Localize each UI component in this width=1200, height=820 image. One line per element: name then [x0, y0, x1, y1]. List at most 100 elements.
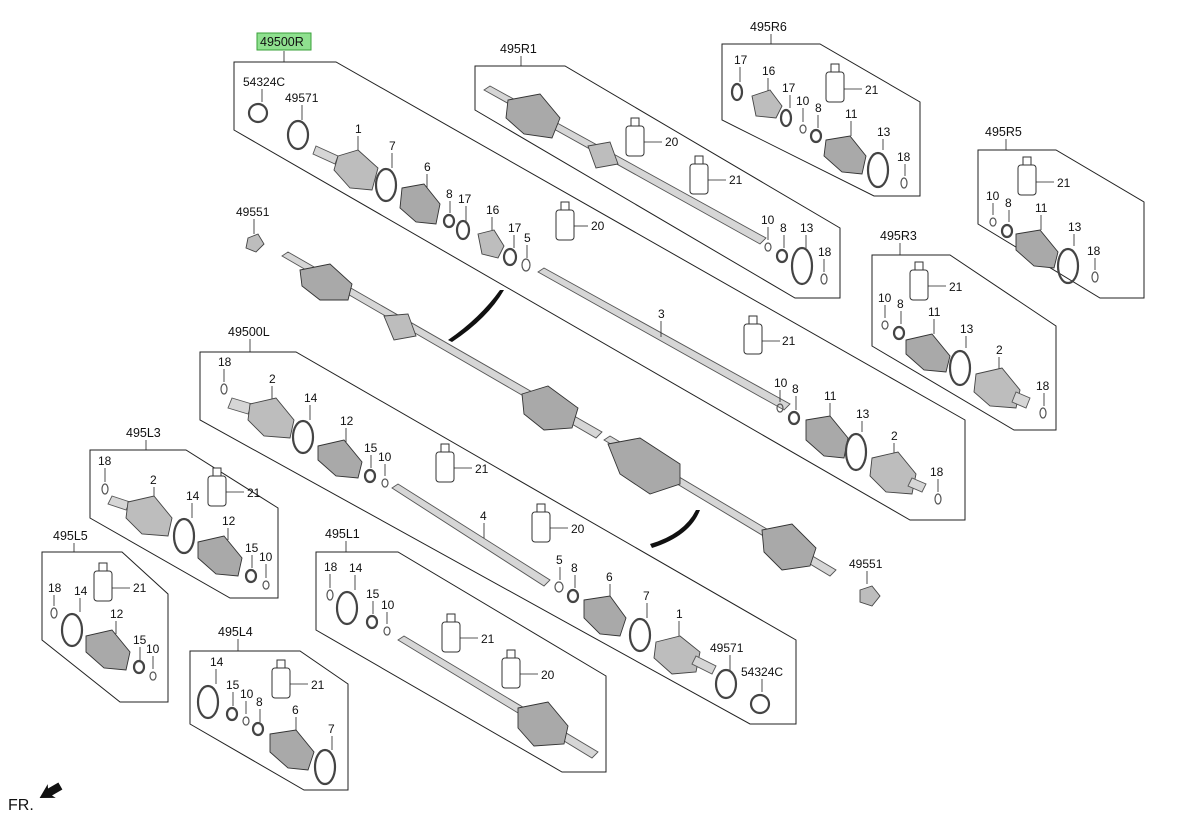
- assembly-label-49500L[interactable]: 49500L: [228, 325, 270, 339]
- part-label-21[interactable]: 21: [729, 173, 743, 187]
- part-label-15[interactable]: 15: [245, 541, 259, 555]
- part-label-2[interactable]: 2: [150, 473, 157, 487]
- part-label-18[interactable]: 18: [897, 150, 911, 164]
- part-label-7[interactable]: 7: [328, 722, 335, 736]
- part-label-49551[interactable]: 49551: [236, 205, 270, 219]
- part-label-49551[interactable]: 49551: [849, 557, 883, 571]
- part-label-54324C[interactable]: 54324C: [243, 75, 285, 89]
- part-label-49571[interactable]: 49571: [710, 641, 744, 655]
- part-label-21[interactable]: 21: [782, 334, 796, 348]
- part-label-8[interactable]: 8: [897, 297, 904, 311]
- assembly-label-495R3[interactable]: 495R3: [880, 229, 917, 243]
- part-label-5[interactable]: 5: [524, 231, 531, 245]
- part-label-8[interactable]: 8: [571, 561, 578, 575]
- part-label-18[interactable]: 18: [324, 560, 338, 574]
- part-label-49571[interactable]: 49571: [285, 91, 319, 105]
- part-label-11[interactable]: 11: [845, 107, 858, 121]
- part-label-8[interactable]: 8: [1005, 196, 1012, 210]
- part-label-12[interactable]: 12: [340, 414, 354, 428]
- part-label-10[interactable]: 10: [878, 291, 892, 305]
- part-label-17[interactable]: 17: [458, 192, 472, 206]
- part-label-13[interactable]: 13: [800, 221, 814, 235]
- part-label-2[interactable]: 2: [996, 343, 1003, 357]
- part-label-1[interactable]: 1: [355, 122, 362, 136]
- part-label-13[interactable]: 13: [960, 322, 974, 336]
- part-label-21[interactable]: 21: [133, 581, 147, 595]
- part-label-1[interactable]: 1: [676, 607, 683, 621]
- part-label-10[interactable]: 10: [259, 550, 273, 564]
- part-label-8[interactable]: 8: [780, 221, 787, 235]
- part-label-18[interactable]: 18: [98, 454, 112, 468]
- part-label-13[interactable]: 13: [1068, 220, 1082, 234]
- part-label-6[interactable]: 6: [292, 703, 299, 717]
- part-label-13[interactable]: 13: [877, 125, 891, 139]
- assembly-label-495L5[interactable]: 495L5: [53, 529, 88, 543]
- part-label-18[interactable]: 18: [218, 355, 232, 369]
- part-label-21[interactable]: 21: [311, 678, 325, 692]
- part-label-14[interactable]: 14: [74, 584, 88, 598]
- part-label-6[interactable]: 6: [424, 160, 431, 174]
- part-label-4[interactable]: 4: [480, 509, 487, 523]
- part-label-10[interactable]: 10: [796, 94, 810, 108]
- part-label-14[interactable]: 14: [210, 655, 224, 669]
- part-label-12[interactable]: 12: [222, 514, 236, 528]
- part-label-8[interactable]: 8: [256, 695, 263, 709]
- part-label-17[interactable]: 17: [508, 221, 522, 235]
- part-label-20[interactable]: 20: [541, 668, 555, 682]
- assembly-label-495L4[interactable]: 495L4: [218, 625, 253, 639]
- part-label-18[interactable]: 18: [1036, 379, 1050, 393]
- part-label-21[interactable]: 21: [865, 83, 879, 97]
- part-label-20[interactable]: 20: [571, 522, 585, 536]
- part-label-54324C[interactable]: 54324C: [741, 665, 783, 679]
- part-label-14[interactable]: 14: [349, 561, 363, 575]
- assembly-label-495L1[interactable]: 495L1: [325, 527, 360, 541]
- part-label-10[interactable]: 10: [774, 376, 788, 390]
- part-label-12[interactable]: 12: [110, 607, 124, 621]
- part-label-10[interactable]: 10: [761, 213, 775, 227]
- part-label-10[interactable]: 10: [146, 642, 160, 656]
- part-label-15[interactable]: 15: [133, 633, 147, 647]
- part-label-10[interactable]: 10: [381, 598, 395, 612]
- part-label-13[interactable]: 13: [856, 407, 870, 421]
- part-label-21[interactable]: 21: [481, 632, 495, 646]
- part-label-14[interactable]: 14: [304, 391, 318, 405]
- assembly-label-495L3[interactable]: 495L3: [126, 426, 161, 440]
- assembly-label-495R5[interactable]: 495R5: [985, 125, 1022, 139]
- part-label-17[interactable]: 17: [734, 53, 748, 67]
- part-label-7[interactable]: 7: [389, 139, 396, 153]
- part-label-21[interactable]: 21: [1057, 176, 1071, 190]
- assembly-label-49500R[interactable]: 49500R: [260, 35, 304, 49]
- part-label-7[interactable]: 7: [643, 589, 650, 603]
- part-label-6[interactable]: 6: [606, 570, 613, 584]
- part-label-17[interactable]: 17: [782, 81, 796, 95]
- part-label-18[interactable]: 18: [818, 245, 832, 259]
- part-label-14[interactable]: 14: [186, 489, 200, 503]
- part-label-11[interactable]: 11: [928, 305, 941, 319]
- part-label-10[interactable]: 10: [240, 687, 254, 701]
- part-label-2[interactable]: 2: [269, 372, 276, 386]
- part-label-2[interactable]: 2: [891, 429, 898, 443]
- part-label-20[interactable]: 20: [591, 219, 605, 233]
- part-label-8[interactable]: 8: [792, 382, 799, 396]
- part-label-5[interactable]: 5: [556, 553, 563, 567]
- part-label-3[interactable]: 3: [658, 307, 665, 321]
- part-label-21[interactable]: 21: [475, 462, 489, 476]
- part-label-11[interactable]: 11: [1035, 201, 1048, 215]
- part-label-18[interactable]: 18: [48, 581, 62, 595]
- part-label-11[interactable]: 11: [824, 389, 837, 403]
- part-label-18[interactable]: 18: [1087, 244, 1101, 258]
- part-label-15[interactable]: 15: [364, 441, 378, 455]
- part-label-10[interactable]: 10: [378, 450, 392, 464]
- part-label-15[interactable]: 15: [366, 587, 380, 601]
- part-label-21[interactable]: 21: [247, 486, 261, 500]
- part-label-8[interactable]: 8: [815, 101, 822, 115]
- part-label-21[interactable]: 21: [949, 280, 963, 294]
- part-label-10[interactable]: 10: [986, 189, 1000, 203]
- part-label-16[interactable]: 16: [762, 64, 776, 78]
- part-label-15[interactable]: 15: [226, 678, 240, 692]
- assembly-label-495R1[interactable]: 495R1: [500, 42, 537, 56]
- part-label-18[interactable]: 18: [930, 465, 944, 479]
- part-label-8[interactable]: 8: [446, 187, 453, 201]
- assembly-label-495R6[interactable]: 495R6: [750, 20, 787, 34]
- part-label-20[interactable]: 20: [665, 135, 679, 149]
